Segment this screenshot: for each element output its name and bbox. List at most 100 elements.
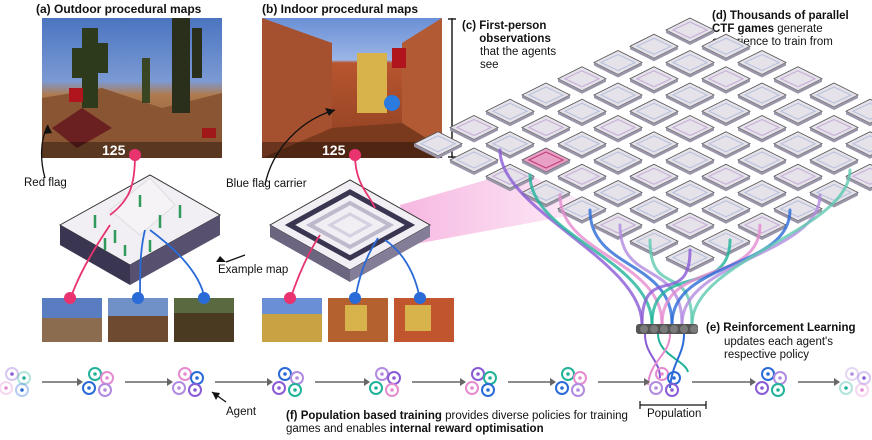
ctf-game-tile: [593, 115, 643, 143]
outdoor-agent-thumbnails: [42, 298, 234, 342]
agent-core: [578, 376, 582, 380]
ctf-game-tile: [557, 66, 607, 94]
ctf-game-tile: [593, 212, 643, 240]
ctf-game-tile: [737, 82, 787, 110]
red-agent-marker: [129, 149, 141, 161]
panel-e-rest: updates each agent's respective policy: [724, 336, 833, 361]
agent-core: [672, 376, 676, 380]
ctf-game-tile: [809, 82, 859, 110]
agent-core: [566, 372, 570, 376]
ctf-game-tile: [593, 50, 643, 78]
agent-circle: [561, 367, 575, 381]
agent-circle: [375, 367, 389, 381]
agent-core: [778, 376, 782, 380]
agent-core: [850, 372, 854, 376]
experience-pipe: [648, 238, 694, 326]
experience-pipe: [498, 148, 644, 326]
experience-pipes: [498, 148, 852, 326]
arrowhead: [834, 378, 840, 386]
observations-bracket: [448, 18, 456, 158]
experience-pipe: [670, 208, 792, 326]
agent-circle: [555, 381, 569, 395]
agent-circle: [665, 383, 679, 397]
agent-circle: [655, 367, 669, 381]
red-agent-dot: [284, 292, 296, 304]
population-row: [0, 367, 871, 397]
agent-core: [660, 372, 664, 376]
agent-circle: [465, 381, 479, 395]
agent-circle: [761, 367, 775, 381]
blue-flag-carrier-icon: [384, 95, 400, 111]
agent-circle: [288, 383, 302, 397]
ctf-game-tile: [557, 163, 607, 192]
agent-core: [105, 376, 109, 380]
ctf-game-tile: [845, 98, 872, 127]
agent-circle: [178, 367, 192, 381]
agent-core: [22, 376, 26, 380]
ctf-game-tile: [629, 131, 679, 159]
ctf-game-tile: [629, 66, 679, 94]
red-flag-label: Red flag: [24, 177, 67, 189]
ctf-game-tile: [449, 115, 499, 143]
agent-circle: [839, 381, 853, 395]
ctf-game-tile: [737, 212, 787, 240]
ctf-game-tile: [701, 66, 751, 94]
panel-d-caption: (d) Thousands of parallel CTF games gene…: [712, 10, 849, 48]
experience-pipe: [690, 168, 852, 326]
agent-core: [654, 386, 658, 390]
panel-b-title: (b) Indoor procedural maps: [262, 2, 419, 16]
panel-e-caption: (e) Reinforcement Learning: [706, 322, 856, 334]
ctf-game-tile: [485, 131, 535, 159]
arrowhead: [644, 378, 650, 386]
red-agent-marker: [349, 149, 361, 161]
agent-core: [766, 372, 770, 376]
experience-pipe: [528, 173, 654, 326]
agent-circle: [845, 367, 859, 381]
experience-pipe: [640, 248, 692, 326]
blue-agent-dot: [414, 292, 426, 304]
blue-agent-dot: [132, 292, 144, 304]
ctf-game-tile: [701, 131, 751, 159]
ctf-game-tile: [665, 82, 715, 110]
ctf-game-tile: [629, 98, 679, 127]
agent-core: [392, 376, 396, 380]
ctf-game-tile: [629, 196, 679, 224]
agent-core: [860, 388, 864, 392]
agent-circle: [88, 367, 102, 381]
agent-circle: [385, 383, 399, 397]
ctf-game-tile: [557, 131, 607, 159]
ctf-game-tile: [629, 33, 679, 62]
reinforcement-learning-block: [636, 324, 698, 334]
panel-a-title: (a) Outdoor procedural maps: [36, 2, 202, 16]
blue-agent-dot: [349, 292, 361, 304]
agent-circle: [15, 383, 29, 397]
agent-circle: [471, 367, 485, 381]
agent-core: [10, 372, 14, 376]
arrowhead: [460, 378, 466, 386]
ctf-game-tile: [593, 147, 643, 175]
ctf-game-tile: [665, 212, 715, 240]
arrowhead: [364, 378, 370, 386]
ctf-game-tile: [665, 115, 715, 143]
agent-core: [560, 386, 564, 390]
agent-core: [195, 376, 199, 380]
ctf-game-tile: [521, 147, 571, 175]
agent-core: [576, 388, 580, 392]
ctf-game-tile: [737, 147, 787, 175]
ctf-game-tile: [737, 180, 787, 208]
agent-circle: [0, 381, 13, 395]
arrowhead: [267, 378, 273, 386]
ctf-game-tile: [845, 163, 872, 192]
agent-core: [177, 386, 181, 390]
ctf-game-tile: [701, 33, 751, 62]
ctf-game-tile: [521, 180, 571, 208]
agent-circle: [855, 383, 869, 397]
agent-core: [193, 388, 197, 392]
indoor-example-map: [268, 179, 432, 282]
example-map-label: Example map: [218, 264, 289, 276]
population-label: Population: [647, 408, 702, 420]
agent-circle: [369, 381, 383, 395]
agent-core: [470, 386, 474, 390]
agent-core: [103, 388, 107, 392]
red-flag-icon: [69, 88, 83, 102]
